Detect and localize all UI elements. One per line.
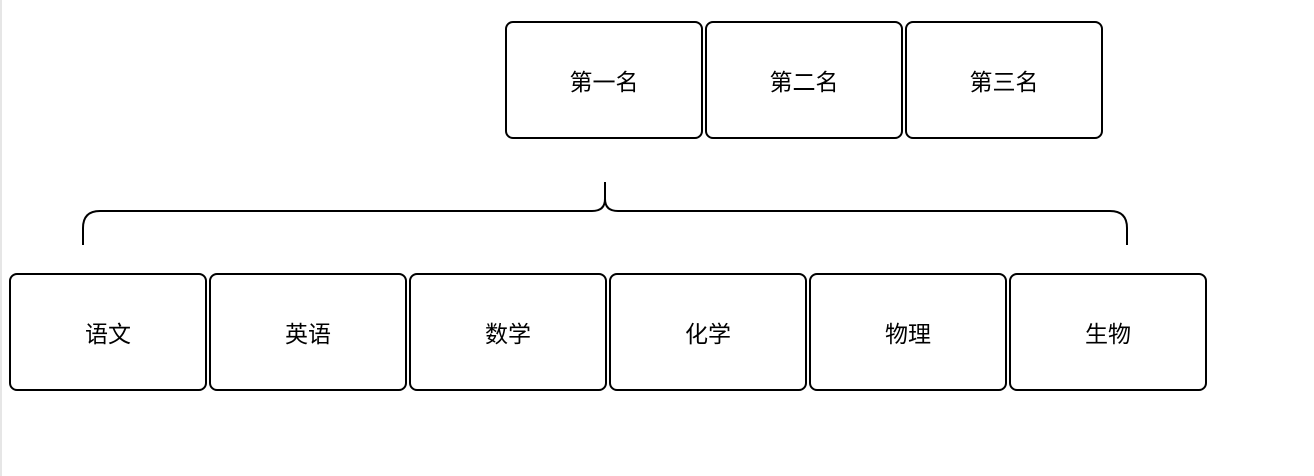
- rank-box-second[interactable]: 第二名: [705, 21, 903, 139]
- subject-box-label: 生物: [1085, 322, 1131, 348]
- subject-box-chemistry[interactable]: 化学: [609, 273, 807, 391]
- subject-box-biology[interactable]: 生物: [1009, 273, 1207, 391]
- subject-box-chinese[interactable]: 语文: [9, 273, 207, 391]
- rank-box-label: 第一名: [569, 70, 639, 96]
- rank-box-label: 第三名: [969, 70, 1039, 96]
- rank-box-label: 第二名: [769, 70, 839, 96]
- brace-path: [82, 182, 1128, 245]
- subject-box-math[interactable]: 数学: [409, 273, 607, 391]
- subject-box-english[interactable]: 英语: [209, 273, 407, 391]
- subject-box-label: 英语: [285, 322, 331, 348]
- left-edge-divider: [0, 0, 2, 476]
- subject-box-label: 数学: [485, 322, 531, 348]
- rank-box-first[interactable]: 第一名: [505, 21, 703, 139]
- subject-box-label: 物理: [885, 322, 931, 348]
- rank-box-third[interactable]: 第三名: [905, 21, 1103, 139]
- subject-box-physics[interactable]: 物理: [809, 273, 1007, 391]
- subject-box-label: 化学: [685, 322, 731, 348]
- subject-box-label: 语文: [85, 322, 131, 348]
